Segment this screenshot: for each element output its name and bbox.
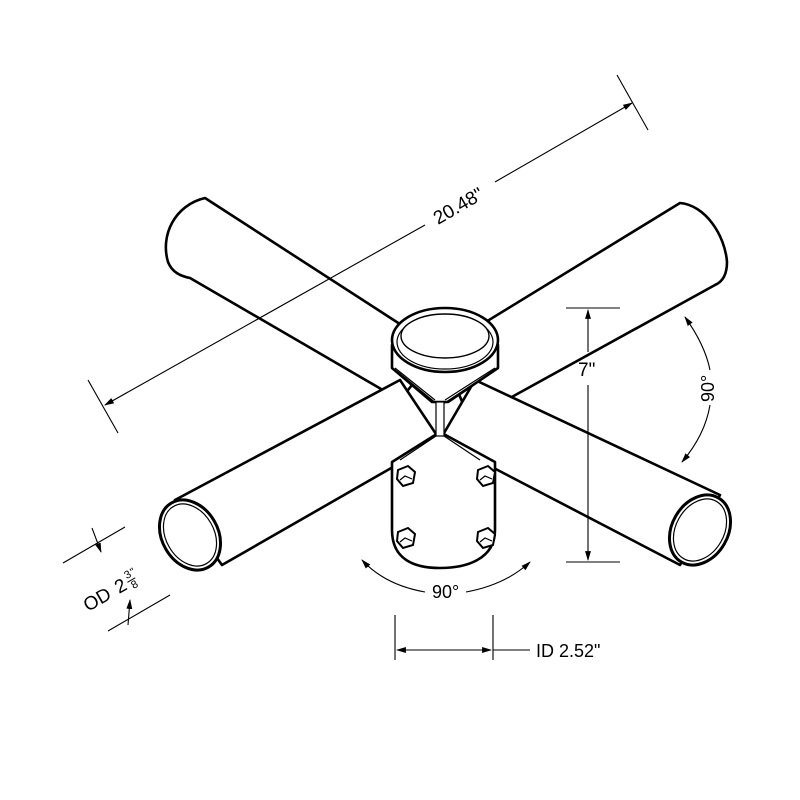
label-overall-length: 20.48" [430,184,488,229]
arm-front-right [438,378,732,567]
label-height: 7" [578,360,595,381]
pipe-end-right-inner [672,498,728,562]
arm-back-right [438,201,729,422]
label-inner-diameter: ID 2.52" [536,641,600,661]
hub-cap-top [400,313,490,359]
label-od-denominator: 8 [129,578,140,591]
bolt-icon [395,464,417,488]
dimension-inner-diameter: ID 2.52" [394,615,600,661]
dimension-angle-side: 90° [681,316,718,463]
label-angle-side: 90° [698,375,718,402]
label-angle-bottom: 90° [432,582,459,602]
pipe-end-left-inner [162,503,218,567]
bolt-icon [475,526,497,550]
center-hub [390,306,500,461]
pipe-end-left-outer [158,498,222,572]
hub-seam [435,401,445,437]
bolt-icon [475,464,497,488]
bolt-icon [395,526,417,550]
label-od-prefix: OD [80,584,115,616]
label-od-numerator: 3 [122,568,133,581]
arm-back-left [164,196,442,402]
pipe-end-right-outer [668,493,732,567]
dimension-height: 7" [566,307,620,563]
bolts [395,464,497,550]
dimension-outer-diameter: OD 2 3 " 8 [62,526,171,632]
dimension-angle-bottom: 90° [361,559,531,602]
label-od-unit: " [128,566,137,578]
